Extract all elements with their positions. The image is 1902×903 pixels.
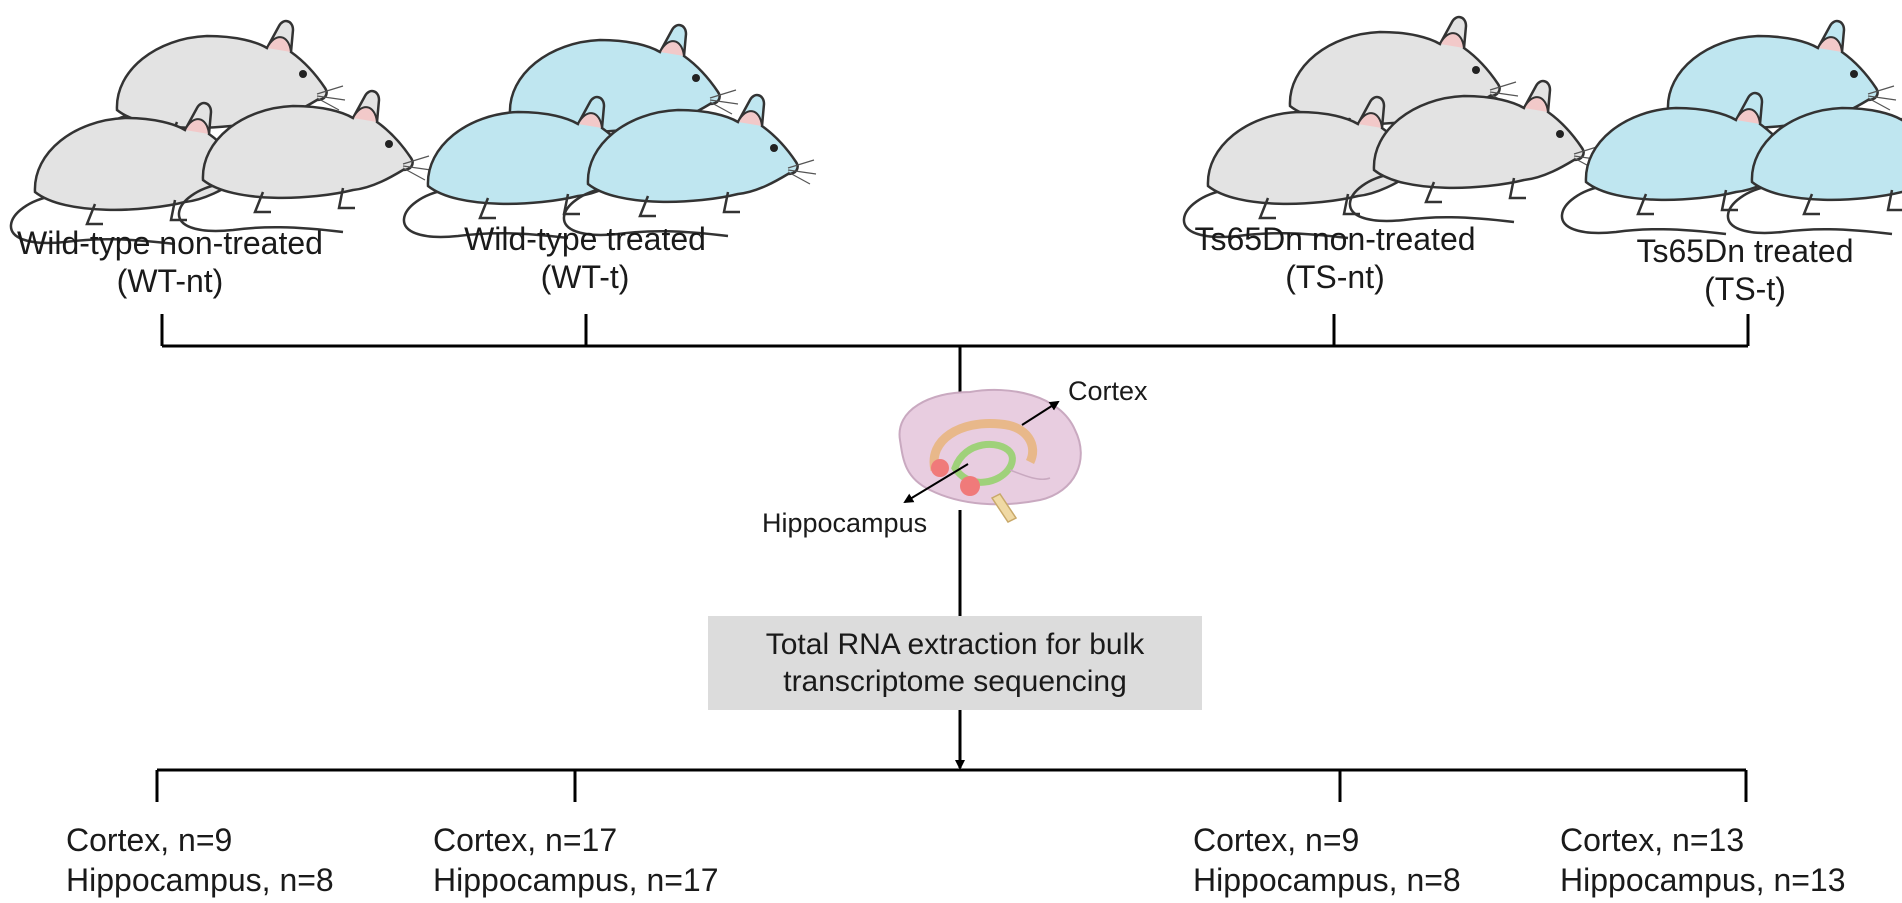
hippocampus-arrow	[903, 463, 969, 504]
group-label-wt-t: Wild-type treated (WT-t)	[430, 220, 740, 297]
hippocampus-count: Hippocampus, n=8	[1193, 862, 1461, 898]
cortex-count: Cortex, n=13	[1560, 822, 1745, 858]
rna-extraction-box: Total RNA extraction for bulk transcript…	[708, 616, 1202, 710]
hippocampus-count: Hippocampus, n=13	[1560, 862, 1846, 898]
sample-count-wt-t: Cortex, n=17 Hippocampus, n=17	[433, 820, 719, 900]
mouse-cluster-ts-nt	[1182, 15, 1604, 240]
mouse-cluster-ts-t	[1560, 19, 1902, 236]
cortex-arrow	[1021, 400, 1060, 426]
process-box-line2: transcriptome sequencing	[783, 665, 1127, 698]
group-label-wt-nt: Wild-type non-treated (WT-nt)	[0, 224, 340, 301]
process-box-line1: Total RNA extraction for bulk	[765, 627, 1145, 661]
cortex-label: Cortex	[1068, 376, 1148, 406]
cortex-count: Cortex, n=9	[1193, 822, 1360, 858]
cortex-count: Cortex, n=9	[66, 822, 233, 858]
group-label-ts-t: Ts65Dn treated (TS-t)	[1600, 232, 1890, 309]
sample-count-ts-t: Cortex, n=13 Hippocampus, n=13	[1560, 820, 1846, 900]
brain-illustration	[898, 388, 1082, 523]
sample-count-ts-nt: Cortex, n=9 Hippocampus, n=8	[1193, 820, 1461, 900]
hippocampus-count: Hippocampus, n=17	[433, 862, 719, 898]
sample-count-wt-nt: Cortex, n=9 Hippocampus, n=8	[66, 820, 334, 900]
group-name: Wild-type non-treated	[17, 225, 323, 261]
group-name: Wild-type treated	[464, 221, 706, 257]
group-name: Ts65Dn non-treated	[1194, 221, 1476, 257]
bottom-bracket	[155, 768, 1748, 802]
group-name: Ts65Dn treated	[1636, 233, 1854, 269]
group-abbr: (WT-nt)	[116, 263, 224, 300]
top-bracket	[160, 314, 1750, 397]
cortex-count: Cortex, n=17	[433, 822, 618, 858]
group-abbr: (TS-nt)	[1285, 259, 1385, 296]
group-label-ts-nt: Ts65Dn non-treated (TS-nt)	[1180, 220, 1490, 297]
mouse-cluster-wt-nt	[9, 19, 433, 246]
hippocampus-label: Hippocampus	[762, 508, 928, 538]
group-abbr: (WT-t)	[540, 259, 630, 296]
mouse-cluster-wt-t	[402, 23, 818, 240]
group-abbr: (TS-t)	[1704, 271, 1786, 308]
hippocampus-count: Hippocampus, n=8	[66, 862, 334, 898]
